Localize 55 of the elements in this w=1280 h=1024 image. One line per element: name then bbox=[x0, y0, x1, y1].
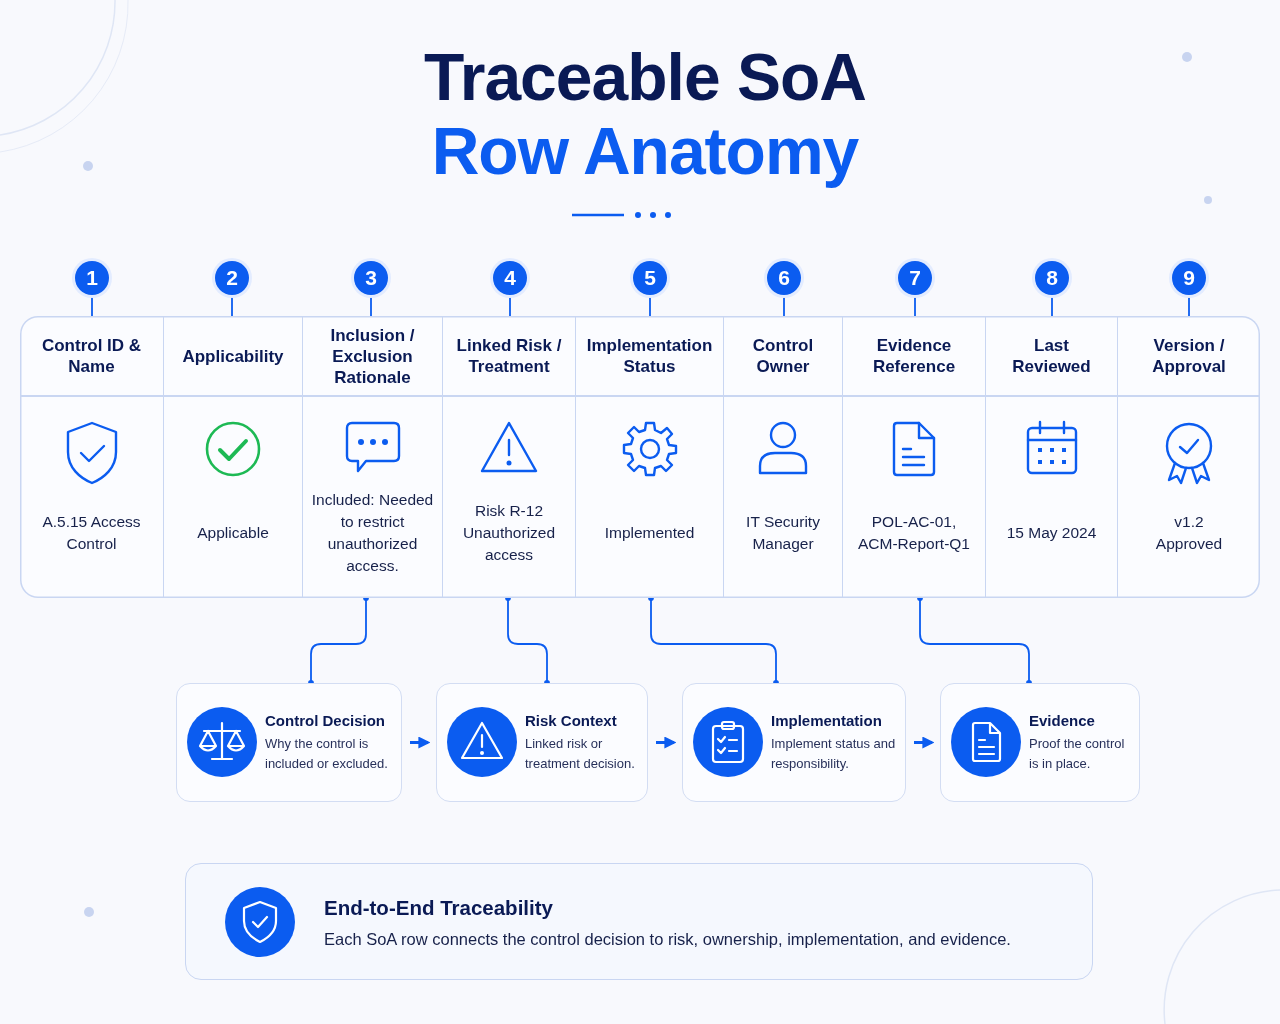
cell-value: Implemented bbox=[604, 523, 695, 543]
column-header: Linked Risk / Treatment bbox=[455, 335, 563, 377]
table-column bbox=[986, 316, 1118, 598]
flow-arrow bbox=[914, 736, 935, 749]
column-header: Inclusion / Exclusion Rationale bbox=[329, 324, 416, 388]
column-header: Control ID & Name bbox=[41, 335, 142, 377]
banner-description: Each SoA row connects the control decision to risk, ownership, implementation, and evidence. bbox=[324, 930, 1011, 949]
number-badge: 8 bbox=[1035, 261, 1069, 295]
flow-arrow bbox=[410, 736, 431, 749]
card-title: Risk Context bbox=[525, 712, 618, 729]
cell-value: 15 May 2024 bbox=[1006, 523, 1097, 543]
number-badge: 9 bbox=[1172, 261, 1206, 295]
summary-banner bbox=[185, 863, 1093, 980]
cell-value: v1.2 Approved bbox=[1154, 512, 1224, 554]
cell-value: Risk R-12 Unauthorized access bbox=[461, 501, 557, 565]
cell-value: A.5.15 Access Control bbox=[41, 512, 142, 554]
cell-value: POL-AC-01, ACM-Report-Q1 bbox=[857, 512, 971, 554]
info-card bbox=[436, 683, 648, 802]
card-description: Implement status and responsibility. bbox=[771, 735, 897, 773]
number-badge: 2 bbox=[215, 261, 249, 295]
column-header: Version / Approval bbox=[1151, 335, 1227, 377]
card-description: Why the control is included or excluded. bbox=[265, 735, 389, 773]
column-header: Applicability bbox=[182, 345, 284, 367]
table-column bbox=[20, 316, 164, 598]
card-title: Control Decision bbox=[265, 712, 386, 729]
table-column bbox=[724, 316, 843, 598]
card-title: Implementation bbox=[771, 712, 883, 729]
number-badge: 1 bbox=[75, 261, 109, 295]
column-header: Evidence Reference bbox=[871, 335, 957, 377]
title: Traceable SoA Row Anatomy bbox=[423, 40, 867, 188]
cell-value: Applicable bbox=[197, 523, 269, 543]
banner-title: End-to-End Traceability bbox=[324, 896, 553, 920]
table-column bbox=[303, 316, 443, 598]
table-column bbox=[843, 316, 986, 598]
number-badge: 4 bbox=[493, 261, 527, 295]
card-title: Evidence bbox=[1029, 712, 1096, 729]
table-frame bbox=[20, 316, 1260, 598]
column-header: Implementation Status bbox=[585, 335, 714, 377]
card-description: Proof the control is in place. bbox=[1029, 735, 1126, 773]
number-badge: 3 bbox=[354, 261, 388, 295]
info-card bbox=[176, 683, 402, 802]
table-column bbox=[164, 316, 303, 598]
cell-value: Included: Needed to restrict unauthorized access. bbox=[310, 490, 435, 576]
number-badge: 6 bbox=[767, 261, 801, 295]
column-header: Last Reviewed bbox=[1011, 335, 1092, 377]
card-description: Linked risk or treatment decision. bbox=[525, 735, 636, 773]
cell-value: IT Security Manager bbox=[745, 512, 821, 554]
info-card bbox=[940, 683, 1140, 802]
info-card bbox=[682, 683, 906, 802]
flow-arrow bbox=[656, 736, 677, 749]
number-badge: 5 bbox=[633, 261, 667, 295]
number-badge: 7 bbox=[898, 261, 932, 295]
column-header: Control Owner bbox=[751, 335, 815, 377]
table-column bbox=[576, 316, 724, 598]
table-column bbox=[443, 316, 576, 598]
